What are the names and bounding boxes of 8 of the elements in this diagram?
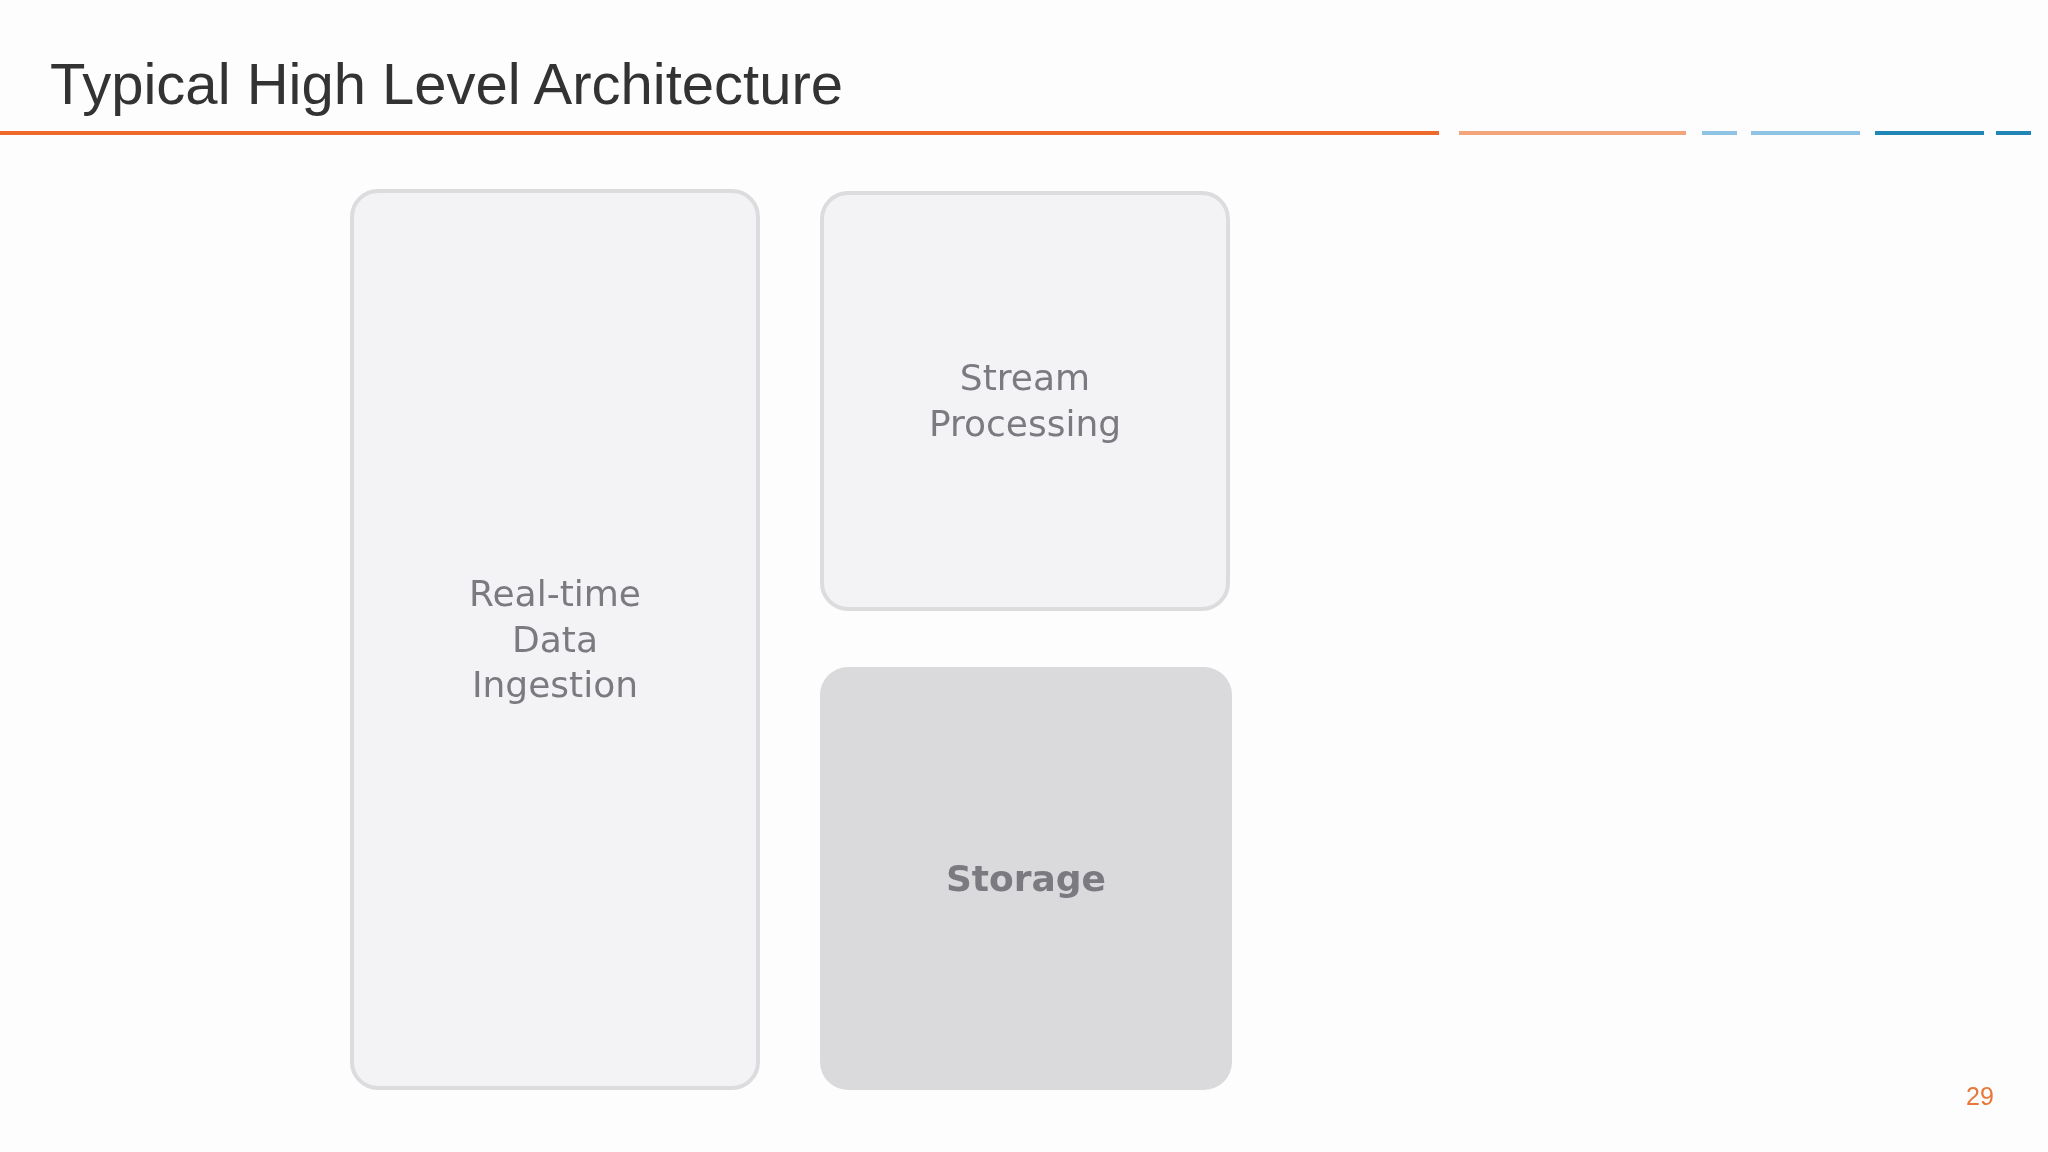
page-number: 29 (1966, 1082, 1994, 1111)
box-label: Real-time Data Ingestion (468, 571, 642, 708)
component-box (350, 189, 760, 1090)
component-box (820, 191, 1230, 611)
box-label: Storage (945, 856, 1107, 901)
slide-title: Typical High Level Architecture (50, 50, 844, 117)
component-box (820, 667, 1232, 1090)
box-label: Stream Processing (927, 356, 1123, 446)
